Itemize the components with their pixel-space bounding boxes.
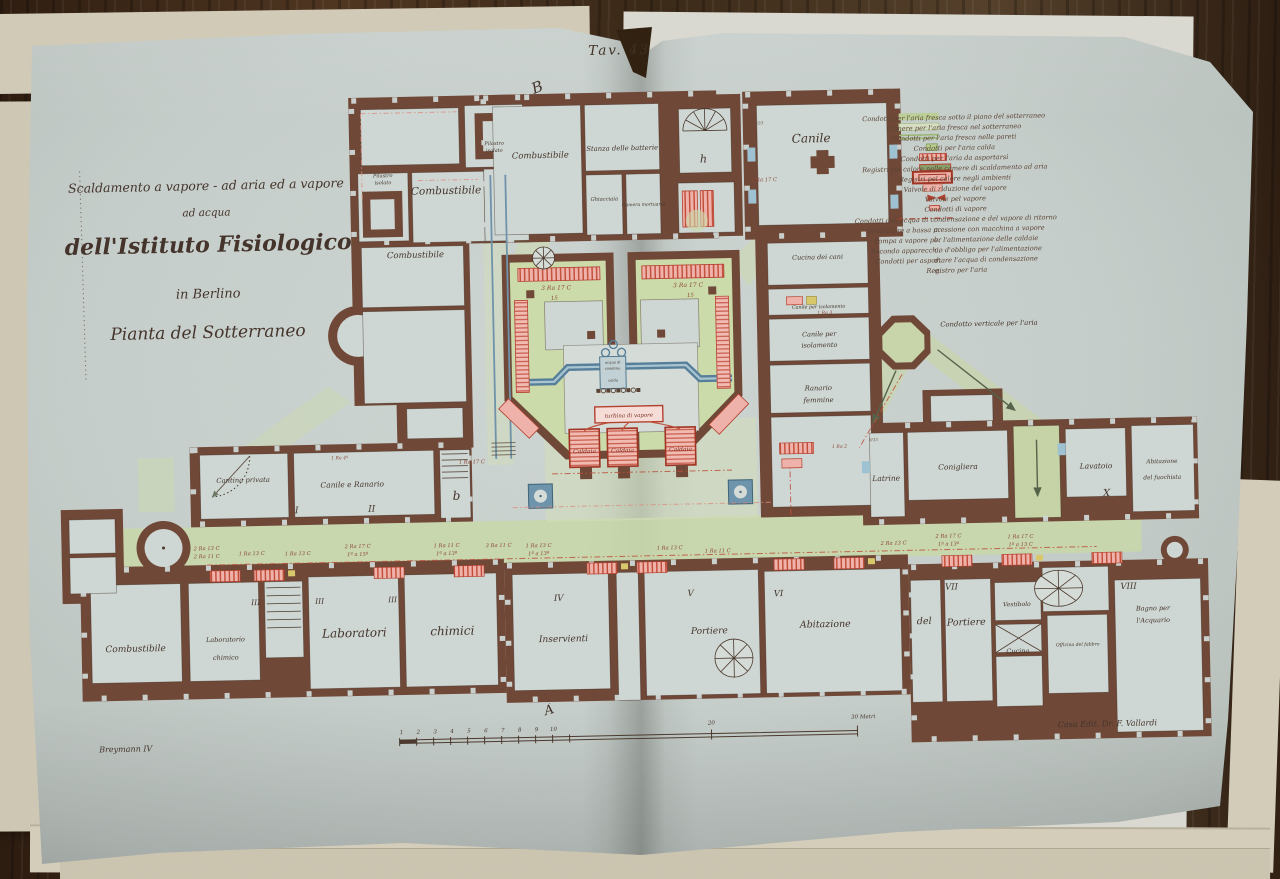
page-curvature-shading	[27, 28, 1253, 864]
open-atlas-spread	[27, 28, 1253, 864]
